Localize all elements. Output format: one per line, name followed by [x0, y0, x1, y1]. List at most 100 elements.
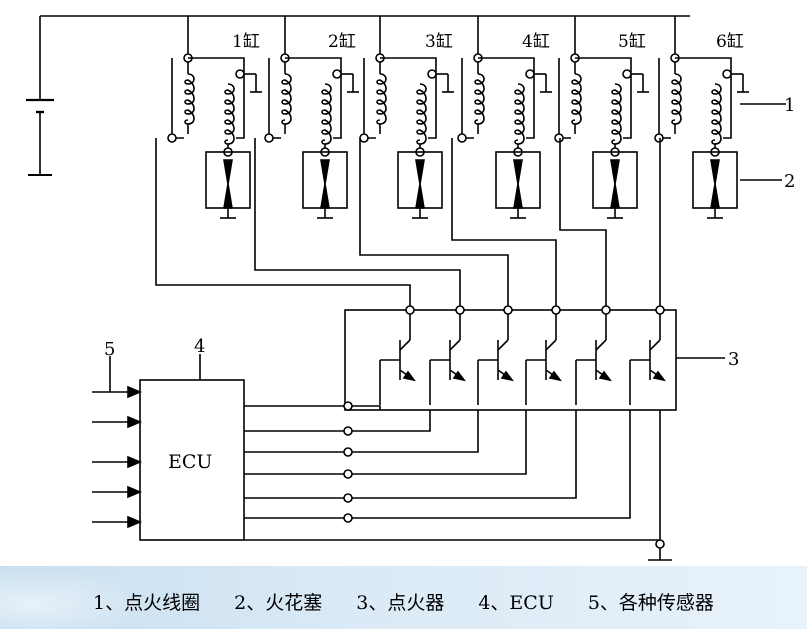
primary-winding [376, 73, 387, 125]
junction-node [343, 447, 353, 457]
coil-frame [558, 58, 571, 139]
ecu-output-3 [244, 410, 479, 457]
junction-node [722, 69, 732, 79]
sensor-input-2 [92, 415, 143, 429]
sensor-input-1 [92, 385, 143, 399]
coil-frame [658, 58, 671, 139]
input-arrowhead [127, 515, 143, 529]
signal-wire [352, 410, 527, 475]
primary-winding [281, 73, 292, 125]
legend-item-igniter: 3、点火器 [356, 592, 445, 614]
ecu-output-2 [244, 410, 431, 436]
emitter-arrow [548, 370, 562, 382]
spark-gap-lower [223, 183, 233, 209]
signal-wire [352, 405, 381, 410]
cylinder-unit-2 [264, 16, 359, 219]
ecu-output-6 [244, 410, 631, 523]
signal-wire [352, 410, 631, 519]
junction-node [343, 426, 353, 436]
caption-band [0, 566, 807, 629]
coil-frame [575, 57, 632, 139]
junction-node [343, 469, 353, 479]
coil-frame [363, 58, 376, 139]
cylinder-units [167, 16, 749, 219]
junction-node [655, 539, 665, 549]
spark-gap-lower [513, 183, 523, 209]
cylinder-label-5: 5缸 [618, 31, 646, 52]
callout-5: 5 [104, 339, 115, 360]
input-arrowhead [127, 415, 143, 429]
cylinder-unit-6 [654, 16, 749, 219]
secondary-winding [611, 83, 622, 145]
input-arrowhead [127, 485, 143, 499]
junction-node [654, 133, 664, 143]
coil-frame [285, 57, 342, 139]
junction-node [622, 69, 632, 79]
ecu-label: ECU [168, 451, 212, 473]
junction-node [405, 305, 415, 315]
junction-node [554, 133, 564, 143]
callout-1: 1 [784, 95, 795, 116]
input-arrowhead [127, 455, 143, 469]
junction-node [343, 513, 353, 523]
junction-node [167, 133, 177, 143]
legend-item-sensors: 5、各种传感器 [587, 592, 714, 614]
cylinder-label-4: 4缸 [522, 31, 550, 52]
igniter-transistor-4 [525, 305, 562, 405]
junction-node [525, 69, 535, 79]
junction-node [601, 305, 611, 315]
spark-gap-lower [610, 183, 620, 209]
spark-gap-lower [320, 183, 330, 209]
primary-winding [184, 73, 195, 125]
sensor-input-3 [92, 455, 143, 469]
transistor-collector [649, 339, 661, 351]
spark-gap-lower [415, 183, 425, 209]
igniter-transistor-1 [379, 305, 416, 405]
transistor-collector [595, 339, 607, 351]
emitter-arrow [598, 370, 612, 382]
spark-gap-upper [223, 159, 233, 185]
cylinder-unit-5 [554, 16, 649, 219]
cylinder-unit-1 [167, 16, 262, 219]
callout-3: 3 [728, 349, 739, 370]
secondary-winding [224, 83, 235, 145]
junction-node [503, 305, 513, 315]
legend-item-ignition-coil: 1、点火线圈 [93, 592, 201, 614]
signal-wire [352, 410, 431, 432]
emitter-arrow [500, 370, 514, 382]
callout-leaders [676, 103, 786, 359]
callout-2: 2 [784, 171, 795, 192]
junction-node [655, 305, 665, 315]
coil-frame [675, 57, 732, 139]
junction-node [359, 133, 369, 143]
igniter-transistor-2 [429, 305, 466, 405]
primary-return-wire-3 [359, 138, 509, 306]
emitter-arrow [652, 370, 666, 382]
primary-return-wire-4 [451, 138, 557, 306]
transistor-collector [545, 339, 557, 351]
junction-node [343, 493, 353, 503]
ecu-output-lines [244, 401, 660, 541]
junction-node [235, 69, 245, 79]
sensor-input-5 [92, 515, 143, 529]
spark-gap-upper [610, 159, 620, 185]
signal-wire [352, 410, 577, 499]
junction-node [457, 133, 467, 143]
emitter-arrow [402, 370, 416, 382]
igniter-transistor-5 [575, 305, 612, 405]
ecu-block [109, 354, 245, 541]
junction-node [551, 305, 561, 315]
primary-winding [474, 73, 485, 125]
secondary-winding [514, 83, 525, 145]
spark-gap-upper [513, 159, 523, 185]
primary-return-wire-5 [559, 138, 607, 306]
coil-frame [268, 58, 281, 139]
primary-winding [671, 73, 682, 125]
spark-gap-upper [415, 159, 425, 185]
transistor-collector [449, 339, 461, 351]
coil-frame [188, 57, 245, 139]
primary-winding [571, 73, 582, 125]
legend-item-spark-plug: 2、火花塞 [234, 592, 323, 614]
coil-frame [171, 58, 184, 139]
junction-node [455, 305, 465, 315]
